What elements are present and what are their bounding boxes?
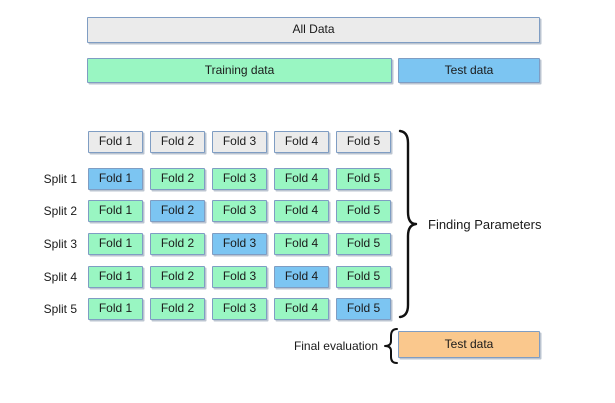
fold-cell: Fold 4 (274, 298, 329, 320)
fold-cell: Fold 4 (274, 200, 329, 222)
split-label: Split 4 (43, 270, 77, 284)
fold-header: Fold 2 (150, 131, 205, 153)
fold-cell: Fold 2 (150, 266, 205, 288)
fold-cell: Fold 3 (212, 298, 267, 320)
fold-cell: Fold 1 (88, 200, 143, 222)
fold-cell: Fold 5 (336, 168, 391, 190)
all-data-bar: All Data (87, 17, 540, 43)
split-row: Split 1 Fold 1 Fold 2 Fold 3 Fold 4 Fold… (33, 168, 398, 190)
split-row: Split 4 Fold 1 Fold 2 Fold 3 Fold 4 Fold… (33, 266, 398, 288)
fold-cell: Fold 1 (88, 266, 143, 288)
fold-cell: Fold 5 (336, 233, 391, 255)
split-row: Split 2 Fold 1 Fold 2 Fold 3 Fold 4 Fold… (33, 200, 398, 222)
test-data-bar: Test data (398, 58, 540, 83)
fold-cell: Fold 2 (150, 298, 205, 320)
fold-header: Fold 1 (88, 131, 143, 153)
fold-cell: Fold 5 (336, 266, 391, 288)
final-evaluation-brace (384, 328, 398, 364)
fold-cell: Fold 2 (150, 233, 205, 255)
split-label: Split 5 (43, 302, 77, 316)
final-evaluation-label: Final evaluation (293, 339, 378, 353)
fold-cell: Fold 3 (212, 200, 267, 222)
split-row: Split 3 Fold 1 Fold 2 Fold 3 Fold 4 Fold… (33, 233, 398, 255)
split-label: Split 1 (43, 172, 77, 186)
fold-cell: Fold 1 (88, 298, 143, 320)
fold-header: Fold 4 (274, 131, 329, 153)
fold-cell: Fold 3 (212, 233, 267, 255)
fold-cell: Fold 3 (212, 266, 267, 288)
fold-cell: Fold 4 (274, 168, 329, 190)
row-label-spacer (33, 131, 77, 153)
fold-cell: Fold 3 (212, 168, 267, 190)
split-label: Split 3 (43, 237, 77, 251)
fold-header-row: Fold 1 Fold 2 Fold 3 Fold 4 Fold 5 (33, 131, 398, 153)
fold-header: Fold 3 (212, 131, 267, 153)
training-data-bar: Training data (87, 58, 392, 83)
fold-cell: Fold 5 (336, 200, 391, 222)
fold-cell: Fold 4 (274, 233, 329, 255)
final-test-data-box: Test data (398, 331, 540, 358)
fold-cell: Fold 2 (150, 168, 205, 190)
finding-parameters-label: Finding Parameters (428, 217, 542, 232)
split-label: Split 2 (43, 204, 77, 218)
split-row: Split 5 Fold 1 Fold 2 Fold 3 Fold 4 Fold… (33, 298, 398, 320)
fold-header: Fold 5 (336, 131, 391, 153)
cv-grid: Fold 1 Fold 2 Fold 3 Fold 4 Fold 5 Split… (33, 131, 403, 323)
fold-cell: Fold 4 (274, 266, 329, 288)
fold-cell: Fold 1 (88, 168, 143, 190)
fold-cell: Fold 2 (150, 200, 205, 222)
fold-cell: Fold 5 (336, 298, 391, 320)
fold-cell: Fold 1 (88, 233, 143, 255)
